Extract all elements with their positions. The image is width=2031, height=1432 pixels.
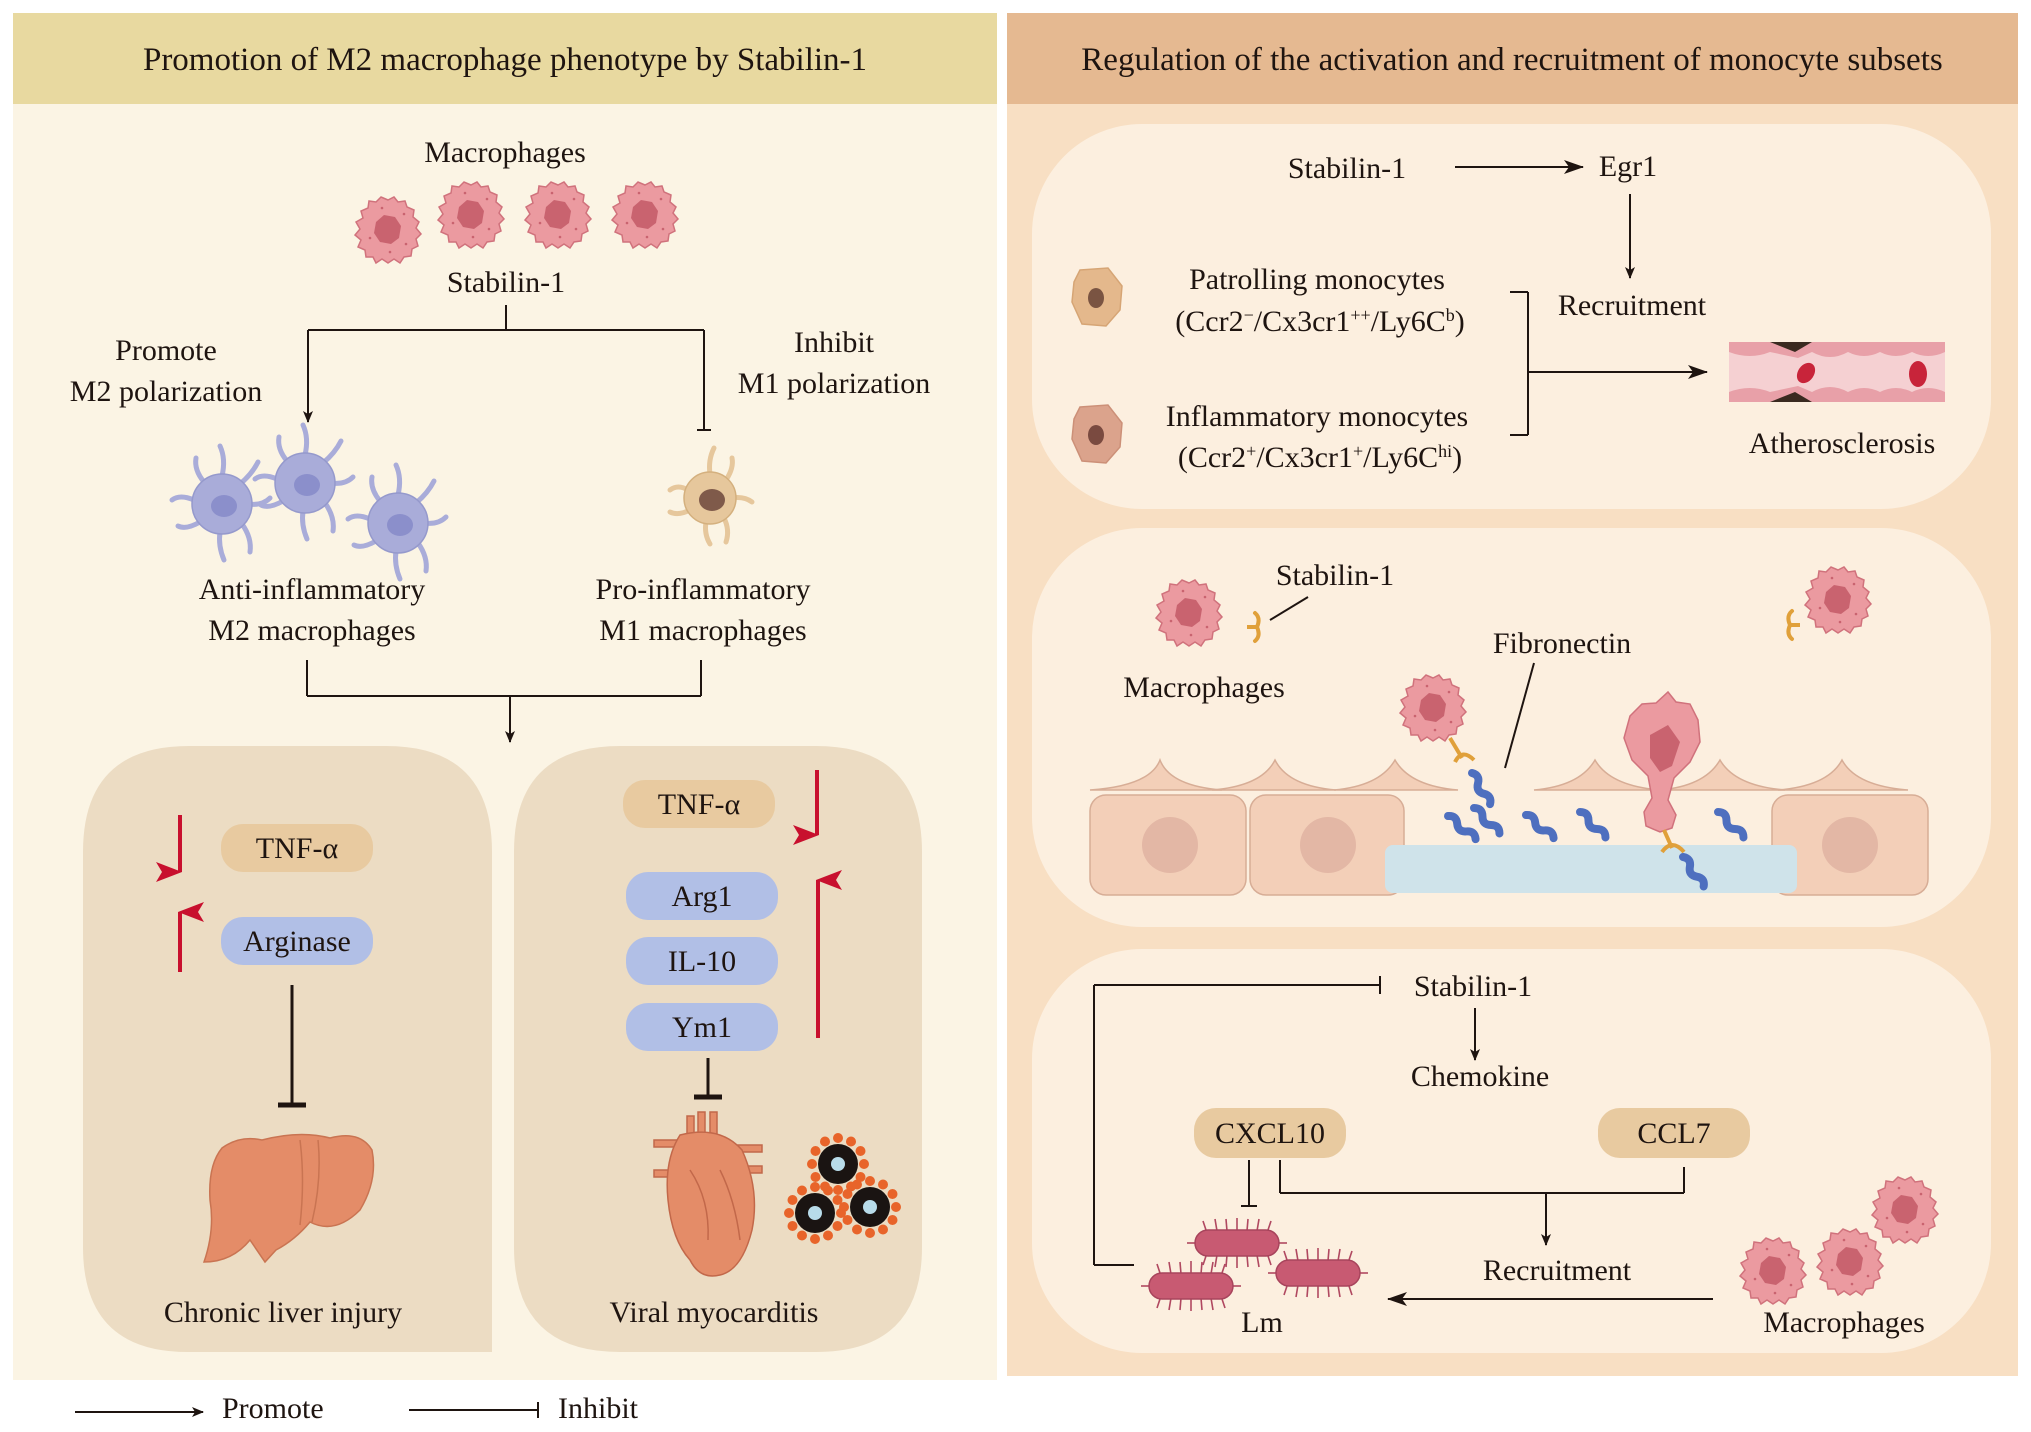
arginase-label: Arginase bbox=[243, 925, 351, 958]
liver-injury-box bbox=[83, 746, 492, 1352]
transmigrating-macrophage-icon bbox=[1623, 690, 1701, 854]
monocyte-recruitment-box bbox=[1032, 124, 1991, 509]
chemokine-connectors bbox=[1241, 1160, 1685, 1246]
left-panel-title: Promotion of M2 macrophage phenotype by … bbox=[143, 42, 867, 78]
legend-inhibit-label: Inhibit bbox=[558, 1392, 639, 1425]
box2-macrophages-label: Macrophages bbox=[1123, 671, 1285, 704]
inflammatory-monocyte-icon bbox=[1071, 404, 1123, 464]
il10-pill bbox=[626, 937, 778, 985]
ccl7-label: CCL7 bbox=[1637, 1117, 1710, 1150]
m2-label-line2: M2 macrophages bbox=[208, 614, 415, 647]
branch-connector bbox=[303, 305, 711, 431]
egr1-label: Egr1 bbox=[1599, 150, 1657, 183]
macrophages-label: Macrophages bbox=[424, 136, 586, 169]
myocarditis-outcome-label: Viral myocarditis bbox=[610, 1296, 819, 1329]
m1-label-line1: Pro-inflammatory bbox=[596, 573, 811, 606]
m1-macrophage-icon bbox=[667, 445, 755, 547]
ym1-label: Ym1 bbox=[672, 1011, 732, 1044]
inflammatory-markers: (Ccr2+/Cx3cr1+/Ly6Chi) bbox=[1178, 441, 1462, 474]
inhibit-line-icon bbox=[409, 1402, 539, 1418]
patrolling-monocyte-icon bbox=[1071, 267, 1123, 327]
box3-stabilin-label: Stabilin-1 bbox=[1414, 970, 1532, 1003]
m1-label-line2: M1 macrophages bbox=[599, 614, 806, 647]
inhibit-connector bbox=[694, 1058, 722, 1100]
promote-label-line2: M2 polarization bbox=[70, 375, 262, 408]
legend-promote-label: Promote bbox=[222, 1392, 324, 1425]
fibronectin-pointer bbox=[1504, 662, 1535, 769]
stabilin-receptor-icon bbox=[1453, 752, 1476, 763]
arg1-pill bbox=[626, 872, 778, 920]
fibronectin-label: Fibronectin bbox=[1493, 627, 1631, 660]
tnf-alpha-pill bbox=[623, 780, 775, 828]
patrolling-monocytes-label: Patrolling monocytes bbox=[1189, 263, 1445, 296]
liver-outcome-label: Chronic liver injury bbox=[164, 1296, 402, 1329]
liver-icon bbox=[202, 1133, 375, 1264]
stabilin-pointer bbox=[1269, 596, 1309, 621]
box2-stabilin-label: Stabilin-1 bbox=[1276, 559, 1394, 592]
endothelial-layer bbox=[1089, 757, 1929, 896]
inhibit-connector bbox=[278, 985, 306, 1108]
ccl7-pill bbox=[1598, 1108, 1750, 1158]
tnf-alpha-label: TNF-α bbox=[658, 788, 741, 821]
stabilin-label: Stabilin-1 bbox=[447, 266, 565, 299]
box3-recruitment-label: Recruitment bbox=[1483, 1254, 1632, 1287]
atherosclerosis-label: Atherosclerosis bbox=[1749, 427, 1936, 460]
atherosclerotic-vessel-icon bbox=[1729, 342, 1945, 402]
promote-label-line1: Promote bbox=[115, 334, 217, 367]
inhibit-feedback-connector bbox=[1093, 976, 1381, 1266]
cxcl10-pill bbox=[1194, 1108, 1346, 1158]
left-panel-header bbox=[13, 13, 997, 104]
m2-label-line1: Anti-inflammatory bbox=[199, 573, 426, 606]
box1-stabilin-label: Stabilin-1 bbox=[1288, 152, 1406, 185]
monocyte-bracket bbox=[1510, 291, 1708, 436]
box3-macrophages-label: Macrophages bbox=[1763, 1306, 1925, 1339]
ym1-pill bbox=[626, 1003, 778, 1051]
tnf-alpha-label: TNF-α bbox=[256, 832, 339, 865]
lm-label: Lm bbox=[1241, 1306, 1283, 1339]
recruitment-label: Recruitment bbox=[1558, 289, 1707, 322]
basement-membrane bbox=[1385, 845, 1797, 893]
patrolling-markers: (Ccr2−/Cx3cr1++/Ly6Cb) bbox=[1175, 305, 1464, 338]
inhibit-label-line1: Inhibit bbox=[794, 326, 875, 359]
il10-label: IL-10 bbox=[668, 945, 736, 978]
inhibit-label-line2: M1 polarization bbox=[738, 367, 930, 400]
tnf-alpha-pill bbox=[221, 824, 373, 872]
arginase-pill bbox=[221, 917, 373, 965]
cxcl10-label: CXCL10 bbox=[1215, 1117, 1325, 1150]
merge-connector bbox=[306, 660, 702, 743]
arg1-label: Arg1 bbox=[671, 880, 732, 913]
heart-icon bbox=[653, 1111, 763, 1277]
inflammatory-monocytes-label: Inflammatory monocytes bbox=[1166, 400, 1468, 433]
right-panel-header bbox=[1007, 13, 2018, 104]
chemokine-label: Chemokine bbox=[1411, 1060, 1549, 1093]
right-panel-title: Regulation of the activation and recruit… bbox=[1081, 42, 1942, 78]
